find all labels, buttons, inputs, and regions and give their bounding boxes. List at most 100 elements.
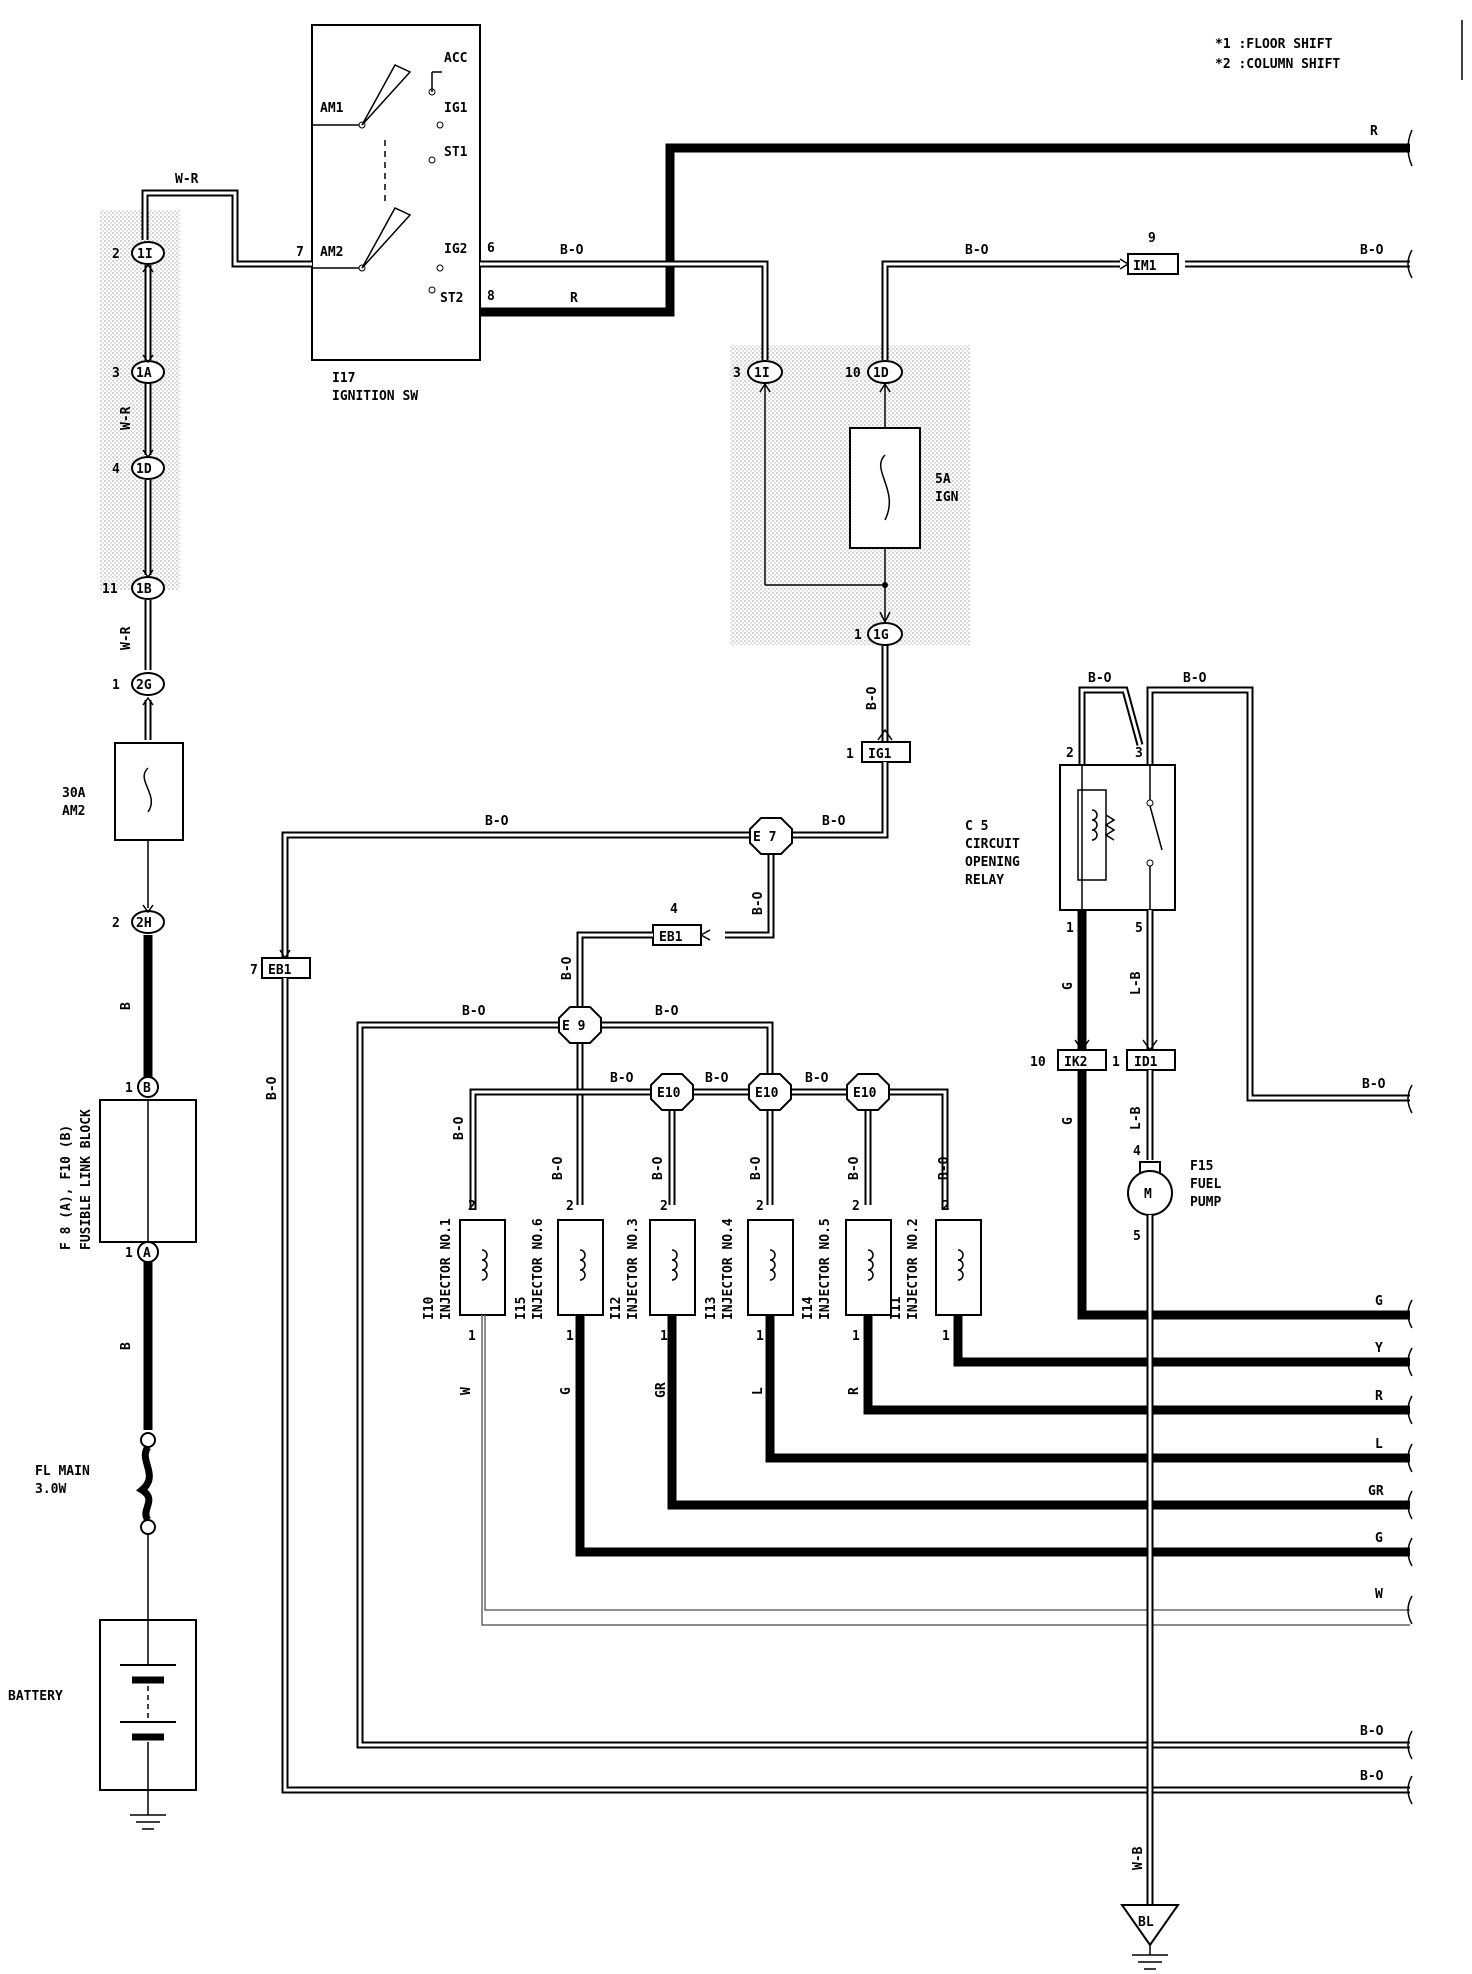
injector-no2: B-O 2 1 I11 INJECTOR NO.2: [889, 1156, 982, 1344]
relay-l2: OPENING: [965, 855, 1020, 870]
fuel-pump-l1: FUEL: [1190, 1177, 1221, 1192]
label-out-w: W: [1375, 1587, 1383, 1602]
wire-st2-r: [480, 143, 1410, 317]
label-e9-right: B-O: [655, 1004, 679, 1019]
svg-text:2: 2: [468, 1199, 476, 1214]
ignition-switch: ACC IG1 ST1 AM1 AM2 IG2 ST2 7 6 8 I17 IG…: [296, 24, 495, 404]
label-out-r: R: [1375, 1389, 1383, 1404]
relay-l1: CIRCUIT: [965, 837, 1020, 852]
svg-text:2: 2: [942, 1199, 950, 1214]
term-ig2: IG2: [444, 242, 467, 257]
svg-text:1: 1: [566, 1329, 574, 1344]
label-ig2: B-O: [560, 243, 584, 258]
svg-text:7: 7: [250, 963, 258, 978]
splice-e10-c: E10: [846, 1073, 890, 1111]
fuse-ign: [849, 427, 921, 549]
svg-text:E10: E10: [657, 1086, 681, 1101]
svg-text:3: 3: [733, 366, 741, 381]
svg-text:1: 1: [852, 1329, 860, 1344]
injector-no6: B-O 2 1 I15 INJECTOR NO.6 G: [514, 1156, 604, 1395]
label-out-g2: G: [1375, 1531, 1383, 1546]
wire-e9-left: [358, 1023, 1410, 1747]
wire-eb1-left-down: [283, 978, 1410, 1792]
pin-ig2: 6: [487, 241, 495, 256]
svg-text:1: 1: [1066, 921, 1074, 936]
label-ig1-bo: B-O: [865, 686, 880, 710]
fuse-ign-name: IGN: [935, 490, 959, 505]
legend-line-2: *2 :COLUMN SHIFT: [1215, 57, 1340, 72]
svg-text:B-O: B-O: [847, 1156, 862, 1180]
svg-text:I11: I11: [889, 1296, 904, 1320]
label-ik2-g: G: [1061, 1117, 1076, 1125]
label-e10-3: B-O: [805, 1071, 829, 1086]
svg-text:3: 3: [1135, 746, 1143, 761]
svg-text:INJECTOR NO.2: INJECTOR NO.2: [906, 1218, 921, 1320]
svg-text:1D: 1D: [873, 366, 889, 381]
term-st2: ST2: [440, 291, 463, 306]
ign-sw-id: I17: [332, 371, 355, 386]
svg-text:I15: I15: [514, 1297, 529, 1320]
svg-text:B-O: B-O: [452, 1116, 467, 1140]
circuit-opening-relay: 2 3 1 5: [1059, 746, 1176, 936]
battery-label: BATTERY: [8, 1689, 63, 1704]
svg-text:INJECTOR NO.5: INJECTOR NO.5: [818, 1218, 833, 1320]
injector-no3: B-O 2 1 I12 INJECTOR NO.3 GR: [609, 1156, 696, 1398]
svg-text:1I: 1I: [754, 366, 770, 381]
svg-text:2H: 2H: [136, 916, 152, 931]
svg-text:2: 2: [112, 916, 120, 931]
svg-text:B-O: B-O: [551, 1156, 566, 1180]
injector-no5: B-O 2 1 I14 INJECTOR NO.5 R: [801, 1156, 892, 1395]
svg-text:5: 5: [1135, 921, 1143, 936]
label-top-bo: B-O: [1360, 243, 1384, 258]
term-acc: ACC: [444, 51, 467, 66]
injector-no4: B-O 2 1 I13 INJECTOR NO.4 L: [704, 1156, 794, 1395]
relay-id: C 5: [965, 819, 988, 834]
svg-text:10: 10: [1030, 1055, 1046, 1070]
svg-text:B: B: [143, 1081, 151, 1096]
svg-text:IK2: IK2: [1064, 1055, 1087, 1070]
label-wr-top: W-R: [175, 172, 199, 187]
splice-e10-b: E10: [748, 1073, 792, 1111]
wire-relay-bo-right: [1148, 688, 1410, 1100]
fl-main-rating: 3.0W: [35, 1482, 66, 1497]
label-relay-lb: L-B: [1129, 971, 1144, 995]
svg-text:E10: E10: [755, 1086, 779, 1101]
svg-text:2: 2: [660, 1199, 668, 1214]
ground-icon-left: [130, 1814, 166, 1830]
wire-out-l: [765, 1315, 1410, 1463]
svg-text:1: 1: [468, 1329, 476, 1344]
splice-e7: E 7: [749, 817, 793, 855]
label-id1-lb: L-B: [1129, 1106, 1144, 1130]
ground-bl-icon: BL: [1120, 1904, 1180, 1970]
legend-line-1: *1 :FLOOR SHIFT: [1215, 37, 1333, 52]
term-am1: AM1: [320, 101, 344, 116]
label-e10-2: B-O: [705, 1071, 729, 1086]
fuse-symbol-ign-icon: [879, 454, 891, 521]
svg-text:EB1: EB1: [268, 963, 292, 978]
label-eb1-down: B-O: [560, 956, 575, 980]
svg-text:2G: 2G: [136, 678, 152, 693]
fuel-pump-id: F15: [1190, 1159, 1213, 1174]
svg-text:1: 1: [756, 1329, 764, 1344]
term-am2: AM2: [320, 245, 343, 260]
svg-text:B-O: B-O: [749, 1156, 764, 1180]
svg-text:4: 4: [670, 902, 678, 917]
svg-text:1: 1: [846, 747, 854, 762]
im1-pin: 9: [1148, 231, 1156, 246]
splice-e9: E 9: [558, 1006, 602, 1044]
injector-no1: B-O 2 1 I10 INJECTOR NO.1 W: [422, 1116, 506, 1395]
svg-text:1G: 1G: [873, 628, 889, 643]
svg-text:1A: 1A: [136, 366, 152, 381]
fusible-link-icon: [136, 1444, 153, 1523]
label-relay-g: G: [1061, 982, 1076, 990]
svg-text:INJECTOR NO.1: INJECTOR NO.1: [439, 1218, 454, 1320]
label-bot-bo1: B-O: [1360, 1724, 1384, 1739]
svg-text:W: W: [459, 1387, 474, 1395]
svg-text:5: 5: [1133, 1229, 1141, 1244]
label-out-l: L: [1375, 1437, 1383, 1452]
wire-out-w: [481, 1315, 1410, 1626]
svg-text:2: 2: [1066, 746, 1074, 761]
svg-text:EB1: EB1: [659, 930, 683, 945]
svg-text:1I: 1I: [137, 247, 153, 262]
wire-out-r: [863, 1315, 1410, 1415]
